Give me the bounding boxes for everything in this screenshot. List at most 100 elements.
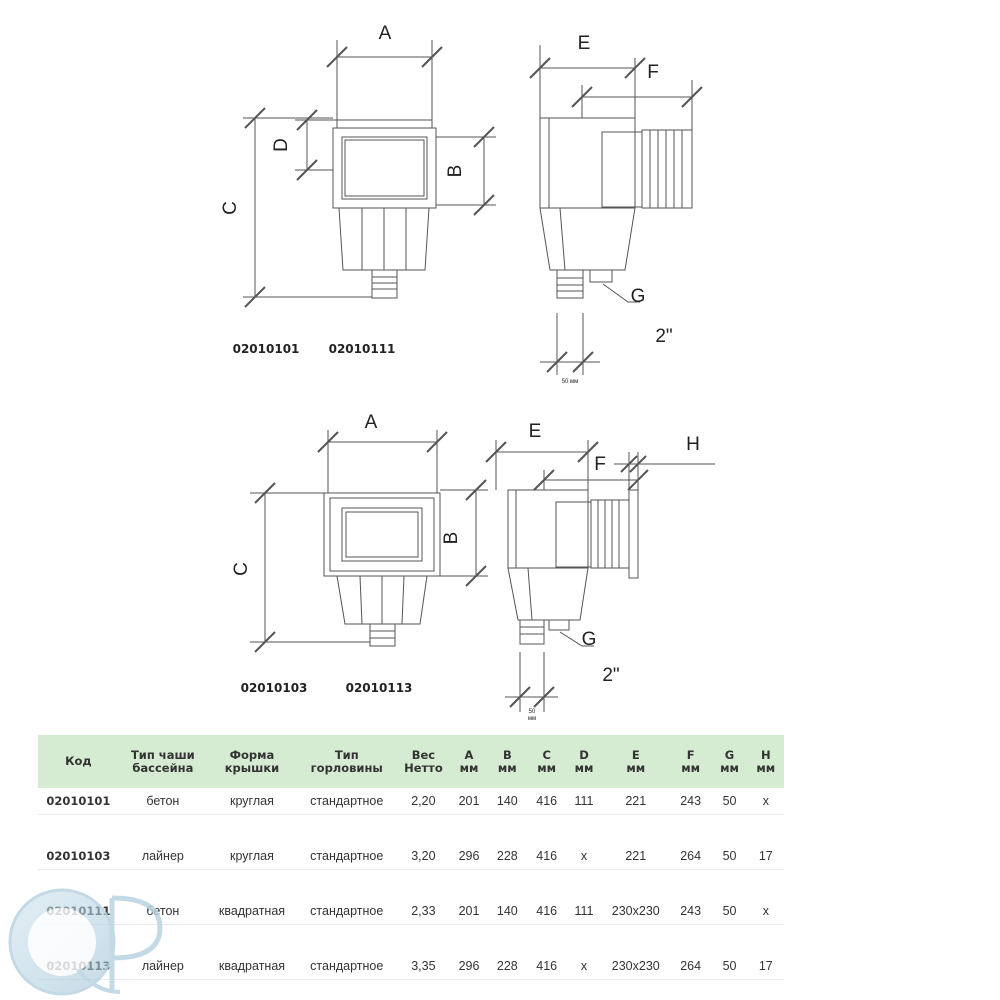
cell-net-weight: 3,35 [396, 953, 451, 980]
cell-e: 221 [601, 843, 670, 870]
cell-neck-type: стандартное [297, 788, 397, 815]
cell-net-weight: 2,33 [396, 898, 451, 925]
bottom-front-thread [369, 623, 396, 647]
cell-c: 416 [527, 843, 567, 870]
dim-label-e-bottom: E [529, 421, 542, 442]
dim-label-a-bottom: A [365, 412, 378, 433]
cell-a: 296 [450, 953, 488, 980]
dim-label-h-bottom: H [686, 434, 700, 455]
cell-g: 50 [711, 953, 748, 980]
table-row: 02010101 бетон круглая стандартное 2,20 … [38, 788, 784, 815]
dim-label-g-bottom: G [582, 629, 597, 650]
top-front-lid [336, 119, 433, 129]
top-side-g-port [589, 269, 613, 283]
cell-lid-shape: круглая [206, 843, 298, 870]
bottom-front-view [250, 430, 488, 653]
cell-a: 296 [450, 843, 488, 870]
bottom-front-window [341, 507, 423, 562]
offset-label-bottom-2: мм [528, 716, 536, 722]
cell-lid-shape: квадратная [206, 898, 298, 925]
cell-f: 264 [669, 953, 712, 980]
cell-a: 201 [450, 898, 488, 925]
leader-g-top [602, 283, 640, 303]
bottom-side-view [485, 440, 715, 712]
bottom-front-lower-body [336, 575, 428, 625]
top-front-lower-body [338, 207, 430, 271]
technical-drawing: A C D B E F G 2" 50 мм 02010101 02010111… [220, 23, 715, 722]
bottom-side-lower-body [507, 567, 589, 621]
model-code-1: 02010101 [233, 342, 300, 356]
cell-b: 140 [487, 898, 527, 925]
cell-h: 17 [747, 953, 784, 980]
top-side-thread [556, 269, 584, 299]
cell-code: 02010101 [38, 788, 119, 815]
cell-h: 17 [747, 843, 784, 870]
table-row: 02010103 лайнер круглая стандартное 3,20… [38, 843, 784, 870]
thread-label-top: 2" [655, 326, 672, 347]
cell-pool-type: бетон [118, 898, 207, 925]
bottom-front-body [323, 492, 441, 577]
table-spacer [38, 815, 784, 844]
model-code-3: 02010103 [241, 681, 308, 695]
cell-code: 02010103 [38, 843, 119, 870]
dim-label-a-top: A [379, 23, 392, 44]
cell-net-weight: 2,20 [396, 788, 451, 815]
dim-label-g-top: G [631, 286, 646, 307]
dim-label-f-top: F [647, 62, 659, 83]
cell-net-weight: 3,20 [396, 843, 451, 870]
top-side-lower-body [539, 207, 636, 271]
offset-label-top: 50 мм [562, 379, 579, 385]
cell-neck-type: стандартное [297, 953, 397, 980]
model-code-2: 02010111 [329, 342, 396, 356]
top-front-thread [371, 269, 398, 299]
cell-d: x [566, 953, 602, 980]
leader-g-bottom [559, 631, 594, 647]
cell-e: 230x230 [601, 953, 670, 980]
model-code-4: 02010113 [346, 681, 413, 695]
cell-neck-type: стандартное [297, 843, 397, 870]
dim-label-e-top: E [578, 33, 591, 54]
top-front-window [341, 136, 428, 200]
dim-label-b-bottom: B [441, 532, 462, 545]
cell-e: 221 [601, 788, 670, 815]
cell-pool-type: бетон [118, 788, 207, 815]
bottom-side-nozzle [590, 499, 630, 569]
dim-label-c-bottom: C [231, 562, 252, 576]
cell-b: 228 [487, 953, 527, 980]
cell-g: 50 [711, 843, 748, 870]
cell-d: x [566, 843, 602, 870]
bottom-side-thread [519, 619, 545, 645]
bottom-side-g-port [548, 619, 570, 631]
thread-label-bottom: 2" [602, 665, 619, 686]
cell-h: x [747, 898, 784, 925]
bottom-side-flange [628, 489, 639, 579]
table-row: 02010111 бетон квадратная стандартное 2,… [38, 898, 784, 925]
cell-b: 140 [487, 788, 527, 815]
cell-g: 50 [711, 898, 748, 925]
watermark-logo [8, 888, 163, 996]
dim-label-d-top: D [271, 138, 292, 152]
cell-c: 416 [527, 788, 567, 815]
top-front-view [243, 40, 496, 308]
cell-c: 416 [527, 898, 567, 925]
top-side-nozzle [641, 129, 693, 209]
cell-lid-shape: квадратная [206, 953, 298, 980]
top-side-view [529, 45, 703, 375]
top-side-collar [601, 131, 643, 208]
cell-g: 50 [711, 788, 748, 815]
dim-label-b-top: B [445, 165, 466, 178]
